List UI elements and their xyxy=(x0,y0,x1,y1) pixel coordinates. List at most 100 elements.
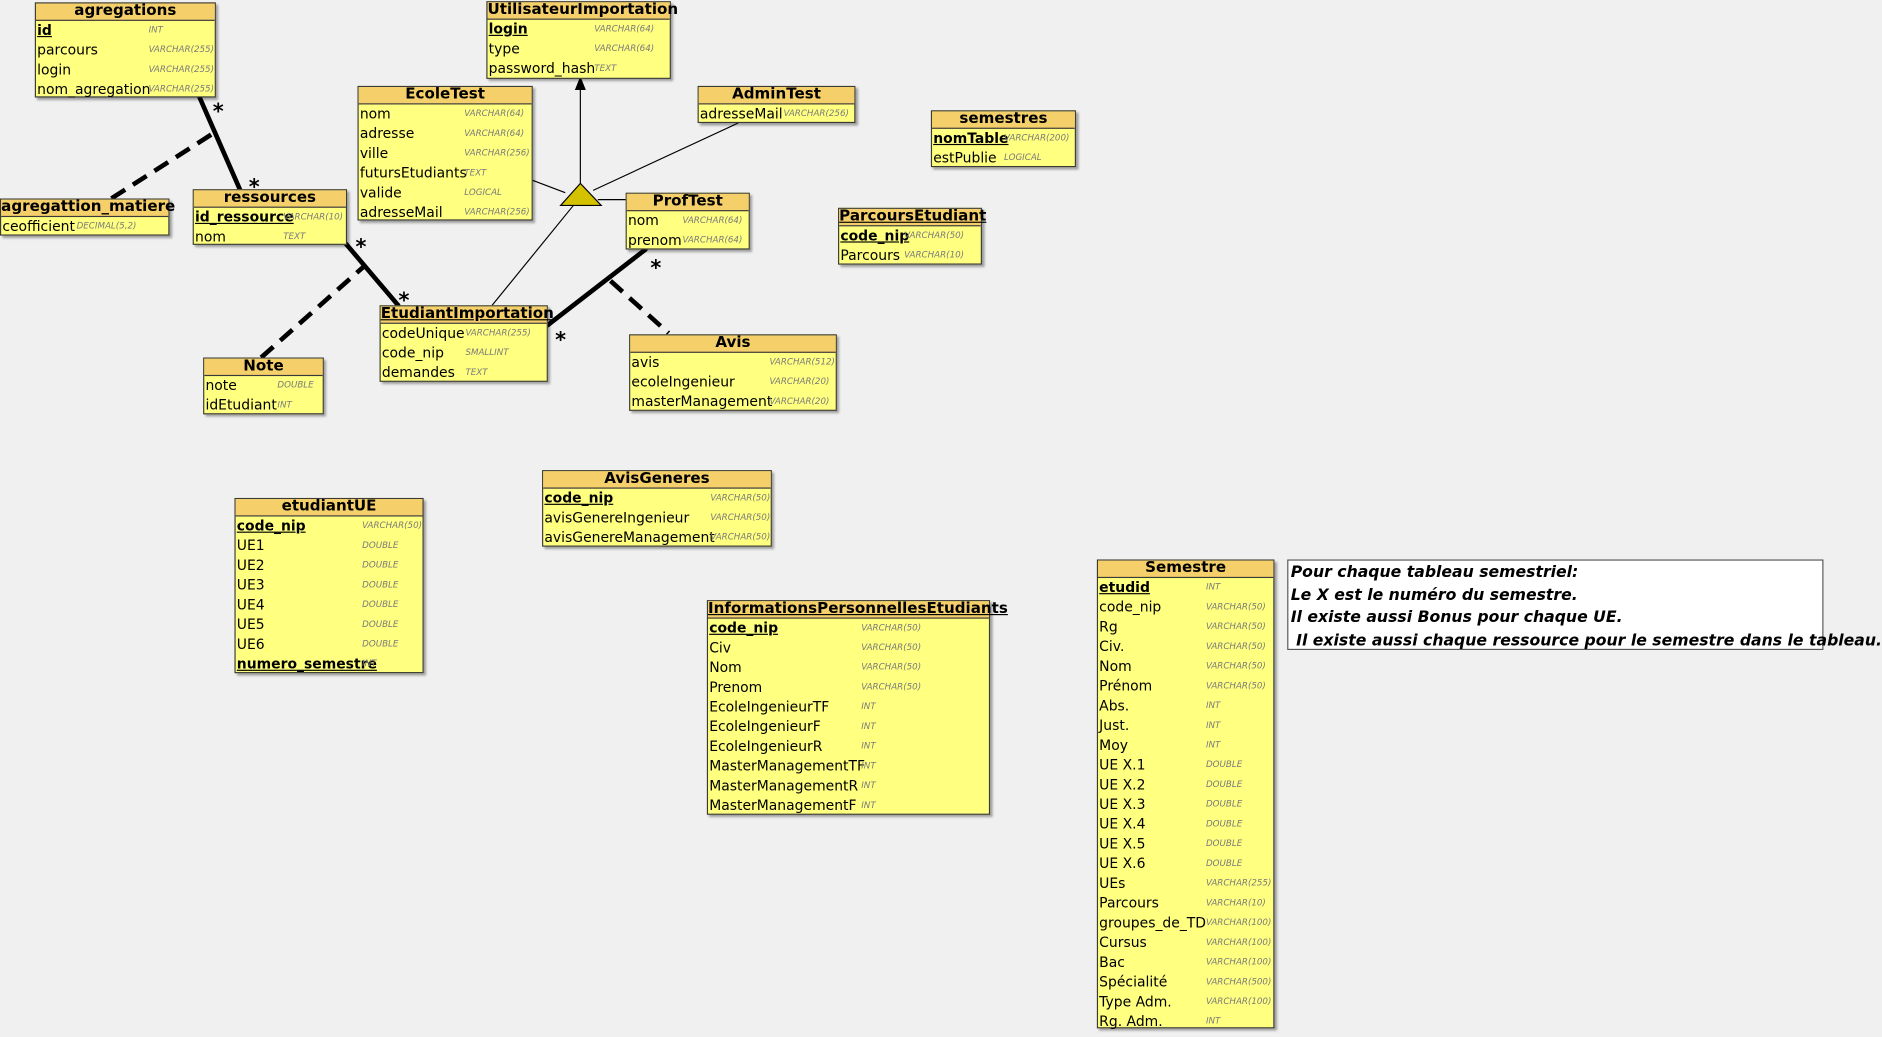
entity-title: Note xyxy=(204,359,323,377)
field-name: masterManagement xyxy=(631,393,773,410)
field-name: nom_agregation xyxy=(37,81,151,98)
field-row[interactable]: Civ.VARCHAR(50) xyxy=(1098,637,1273,657)
field-type: VARCHAR(50) xyxy=(710,511,771,523)
field-name: type xyxy=(488,40,520,57)
field-name: Civ xyxy=(709,639,732,656)
entity-title: InformationsPersonnellesEtudiants xyxy=(708,600,1008,619)
field-row[interactable]: Rg. Adm.INT xyxy=(1098,1012,1273,1032)
field-row[interactable]: Abs.INT xyxy=(1098,696,1273,716)
field-row[interactable]: Just.INT xyxy=(1098,716,1273,736)
field-row[interactable]: Type Adm.VARCHAR(100) xyxy=(1098,992,1273,1012)
field-type: DOUBLE xyxy=(362,598,399,610)
field-name: Moy xyxy=(1099,737,1128,754)
